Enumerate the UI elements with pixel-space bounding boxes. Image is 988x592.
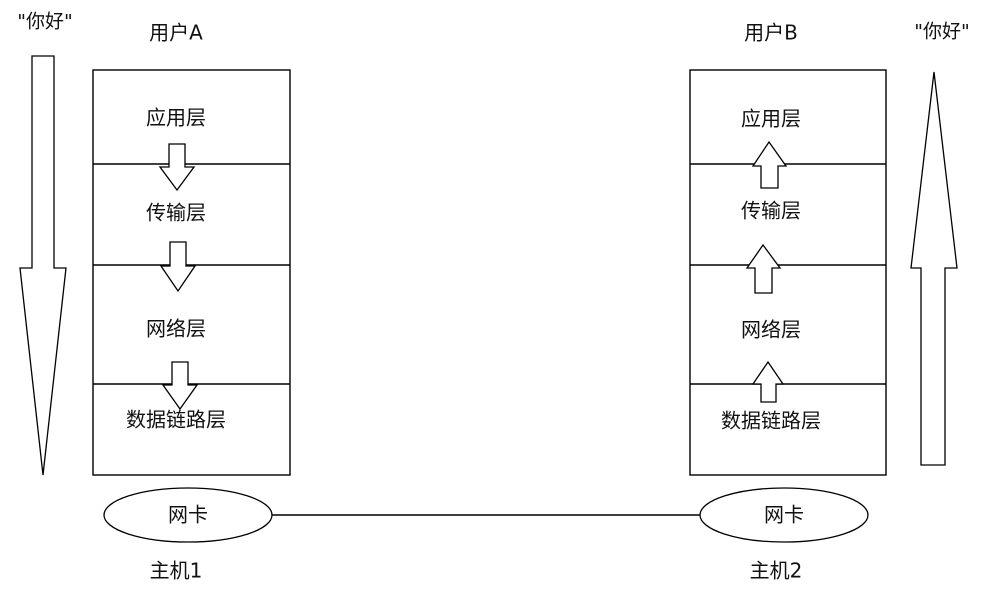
right-nic-group: 网卡: [699, 487, 869, 543]
left-message-arrow-group: [19, 55, 67, 476]
left-flow-arrow-2-down-icon: [159, 241, 197, 293]
left-nic-ellipse: [103, 487, 273, 543]
left-protocol-stack: 应用层 传输层 网络层 数据链路层: [92, 69, 291, 476]
left-flow-arrow-1-down-icon: [158, 143, 196, 192]
left-host-label: 主机1: [150, 559, 203, 583]
left-layer-label-network: 网络层: [146, 317, 206, 341]
right-layer-label-network: 网络层: [741, 318, 801, 342]
right-nic-ellipse: [699, 487, 869, 543]
down-arrow-icon: [19, 55, 67, 476]
right-stack-title: 用户B: [744, 21, 798, 45]
left-nic-group: 网卡: [103, 487, 273, 543]
right-protocol-stack: 应用层 传输层 网络层 数据链路层: [689, 69, 887, 476]
left-layer-label-application: 应用层: [146, 106, 206, 130]
left-layer-label-datalink: 数据链路层: [126, 408, 226, 432]
left-stack-box: [92, 69, 291, 476]
left-layer-label-transport: 传输层: [146, 201, 206, 225]
right-host-label: 主机2: [750, 559, 803, 583]
left-flow-arrow-3-down-icon: [161, 361, 199, 411]
right-quote-label: "你好": [914, 21, 969, 43]
right-nic-label: 网卡: [764, 503, 804, 527]
right-message-arrow-group: [910, 71, 958, 466]
right-flow-arrow-1-up-icon: [751, 140, 788, 189]
right-stack-box: [689, 69, 887, 476]
up-arrow-icon: [910, 71, 958, 466]
left-stack-title: 用户A: [149, 21, 203, 45]
left-quote-label: "你好": [17, 11, 72, 33]
right-layer-label-transport: 传输层: [741, 199, 801, 223]
right-layer-label-datalink: 数据链路层: [721, 409, 821, 433]
right-layer-label-application: 应用层: [741, 107, 801, 131]
right-flow-arrow-2-up-icon: [745, 243, 782, 294]
right-flow-arrow-3-up-icon: [751, 360, 785, 403]
left-nic-label: 网卡: [168, 503, 208, 527]
